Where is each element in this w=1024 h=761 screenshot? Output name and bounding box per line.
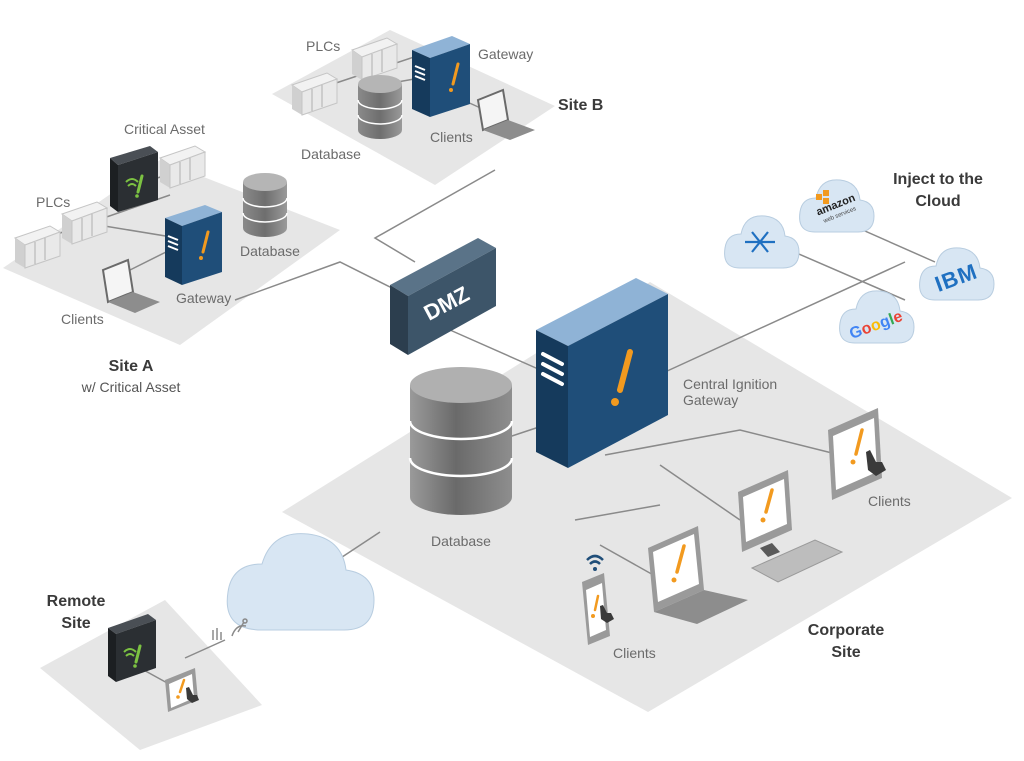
dmz-firewall: DMZ [390, 238, 496, 355]
google-letter: G [847, 323, 865, 343]
site-b-gateway-server [412, 36, 470, 117]
corporate-title-line2: Site [831, 643, 861, 661]
cellular-antenna-icon [212, 628, 222, 640]
site-a-title-text: Site A [108, 358, 154, 375]
site-a-title: Site A w/ Critical Asset [82, 356, 181, 396]
cloud-amazon-web-services: amazon web services [799, 179, 875, 233]
cloud-google: Google [839, 290, 915, 344]
remote-touch-panel [165, 668, 199, 712]
site-a-clients-label: Clients [61, 311, 104, 327]
site-a-plc-rack-top [158, 145, 207, 189]
corporate-mobile-device [582, 554, 614, 645]
central-database-label: Database [431, 533, 491, 549]
remote-cloud [226, 533, 375, 631]
site-b-database [357, 75, 403, 139]
site-a-gateway-label: Gateway [176, 290, 232, 306]
remote-platform [40, 600, 262, 750]
cloud-title: Inject to the Cloud [893, 169, 983, 212]
cloud-title-line1: Inject to the [893, 171, 983, 188]
site-a-database-label: Database [240, 243, 300, 259]
site-a-client-laptop [101, 258, 160, 313]
remote-title-line1: Remote [46, 593, 106, 610]
remote-title-line2: Site [61, 614, 91, 632]
central-ignition-gateway-server [536, 278, 668, 468]
site-a-database [242, 173, 288, 237]
central-gateway-label-line1: Central Ignition [683, 376, 778, 392]
critical-asset-device [110, 146, 158, 212]
corporate-site-title: Corporate Site [808, 620, 884, 663]
site-b-database-label: Database [301, 146, 361, 162]
remote-site-title: Remote Site [47, 591, 106, 634]
site-b-title: Site B [558, 97, 604, 114]
site-a-plc-rack-left [13, 225, 62, 269]
site-a-plcs-label: PLCs [36, 194, 71, 210]
central-gateway-label: Central Ignition Gateway [683, 376, 777, 408]
satellite-dish-icon [231, 618, 248, 637]
aws-cubes-icon [816, 190, 829, 204]
site-b-plc-rack-right [350, 37, 399, 81]
critical-asset-label: Critical Asset [124, 121, 205, 137]
site-a-gateway-server [165, 205, 222, 285]
central-gateway-label-line2: Gateway [683, 392, 739, 409]
site-a-subtitle: w/ Critical Asset [81, 378, 181, 395]
site-b-plcs-label: PLCs [306, 38, 341, 54]
hand-touch-icon [186, 687, 199, 703]
corporate-title-line1: Corporate [807, 622, 885, 639]
cloud-azure [724, 215, 800, 269]
cloud-ibm: IBM [919, 247, 995, 301]
site-b-client-laptop [476, 88, 535, 140]
hand-touch-icon [866, 450, 886, 476]
remote-critical-asset-device [108, 614, 156, 682]
cloud-title-line2: Cloud [915, 192, 961, 210]
corporate-laptop [648, 526, 748, 624]
central-database [408, 367, 514, 515]
site-a-plc-rack-mid [60, 201, 109, 245]
wifi-signal-icon [586, 554, 604, 565]
site-b-gateway-label: Gateway [478, 46, 534, 62]
corporate-clients-right-label: Clients [868, 493, 911, 509]
azure-network-icon [745, 231, 775, 253]
corporate-clients-left-label: Clients [613, 645, 656, 661]
corporate-platform [282, 282, 1012, 712]
hand-touch-icon [600, 605, 614, 623]
site-b-plc-rack-left [290, 72, 339, 116]
corporate-desktop-computer [738, 470, 844, 583]
corporate-touch-monitor [828, 408, 886, 500]
google-letter: l [887, 311, 897, 328]
site-b-clients-label: Clients [430, 129, 473, 145]
